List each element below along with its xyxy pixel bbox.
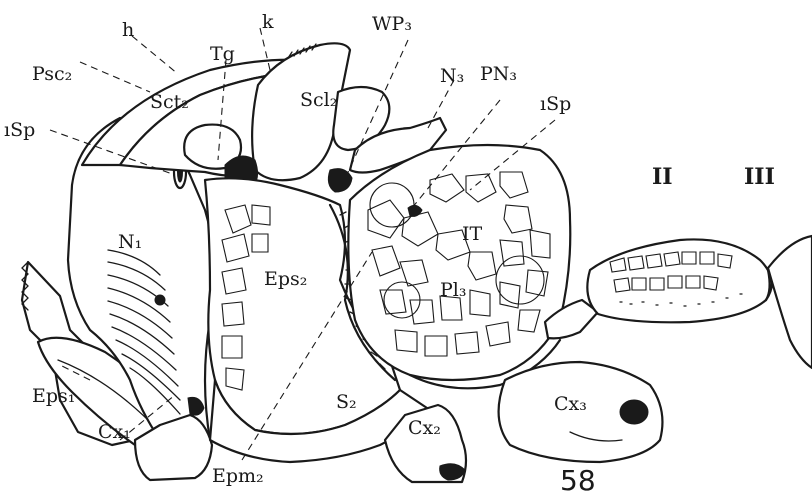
- coxa-3-tip: [620, 400, 648, 424]
- label-it: IT: [462, 223, 483, 245]
- label-segment-ii: II: [652, 164, 673, 190]
- abdominal-segment-3: [768, 236, 812, 368]
- abdominal-segment-2: [587, 239, 771, 322]
- label-h: h: [122, 19, 134, 41]
- label-tg: Tg: [210, 43, 235, 65]
- figure-number: 58: [560, 464, 596, 497]
- label-cx2: Cx₂: [408, 417, 441, 439]
- label-pn3: PN₃: [480, 63, 517, 85]
- label-wp3: WP₃: [372, 13, 412, 35]
- label-segment-iii: III: [744, 164, 775, 190]
- label-n3: N₃: [440, 65, 464, 87]
- label-sct2: Sct₂: [150, 91, 189, 113]
- label-scl2: Scl₂: [300, 89, 337, 111]
- label-cx3: Cx₃: [554, 393, 587, 415]
- label-cx1: Cx₁: [98, 421, 131, 443]
- dark-spot: [155, 295, 165, 305]
- label-n1: N₁: [118, 231, 142, 253]
- label-sp-right: ıSp: [540, 93, 571, 115]
- label-psc2: Psc₂: [32, 63, 72, 85]
- label-eps2: Eps₂: [264, 268, 307, 290]
- label-k: k: [262, 11, 274, 33]
- label-epm2: Epm₂: [212, 465, 264, 487]
- label-s2: S₂: [336, 391, 357, 413]
- label-eps1: Eps₁: [32, 385, 75, 407]
- label-sp-left: ıSp: [4, 119, 35, 141]
- label-pl3: Pl₃: [440, 279, 466, 301]
